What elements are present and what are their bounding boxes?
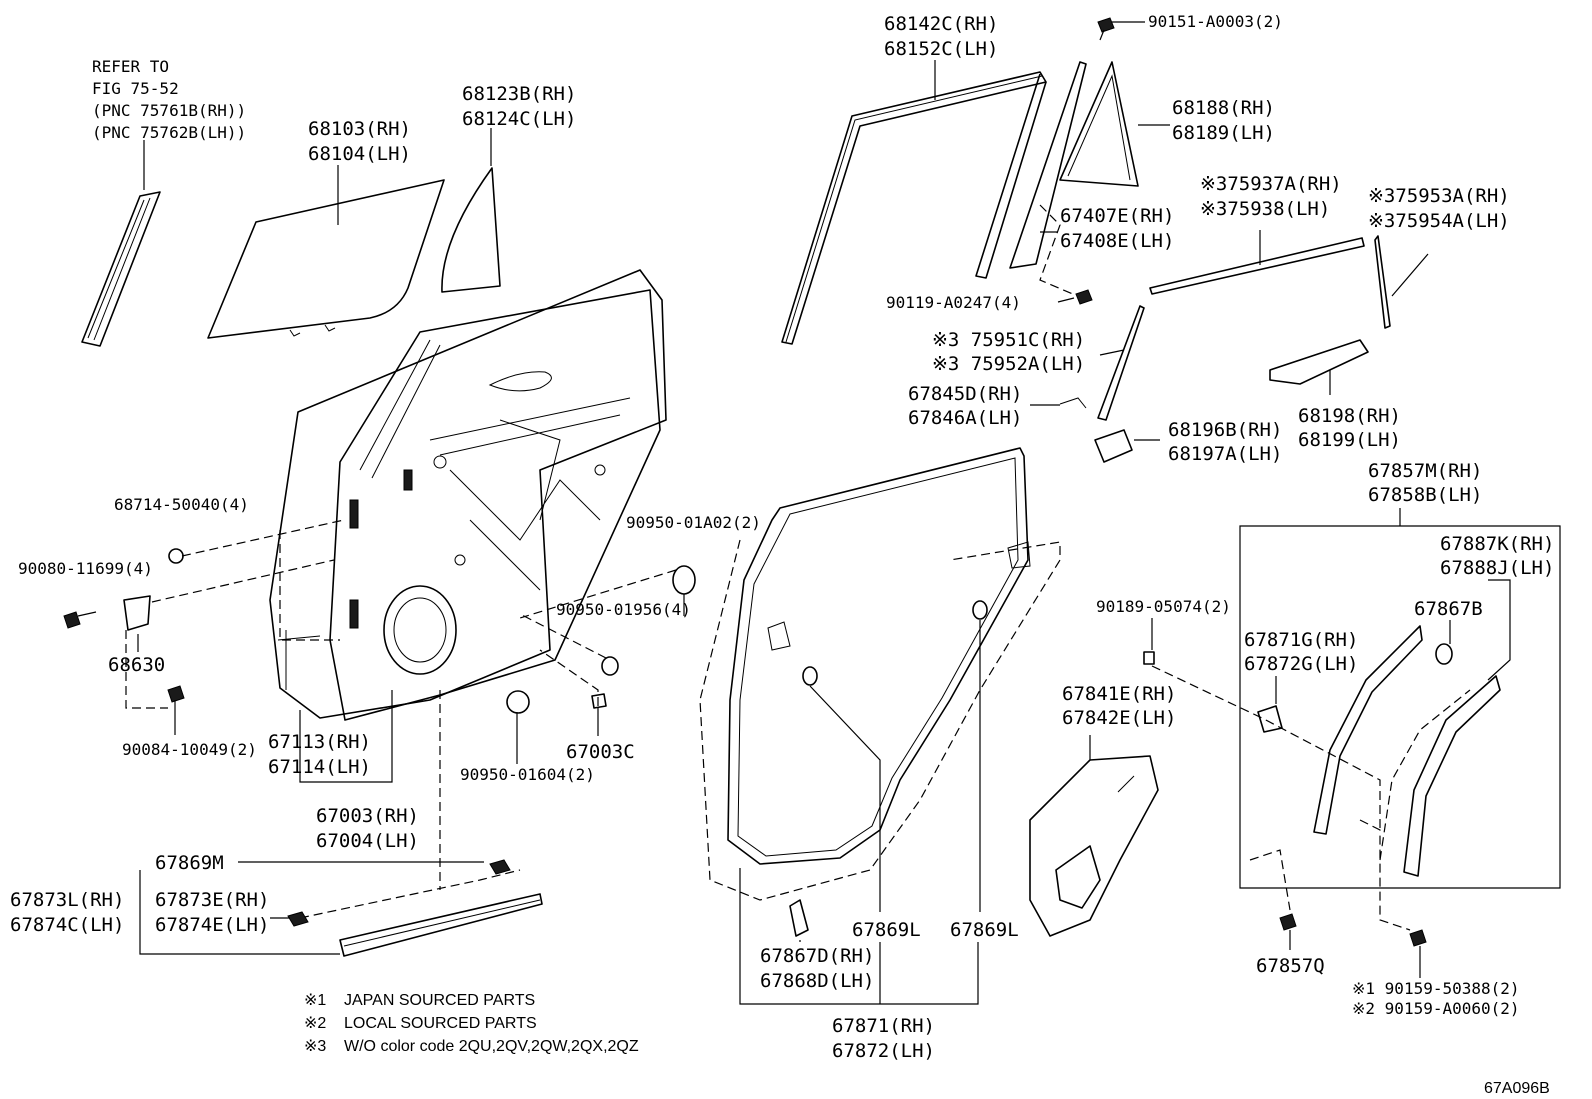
door-weatherstrip-drawing — [699, 447, 1061, 901]
label-68714: 68714-50040(4) — [114, 495, 249, 514]
division-bar-drawing — [1009, 61, 1139, 269]
refer-to-line1: REFER TO — [92, 57, 169, 76]
label-67867d: 67867D(RH) — [760, 945, 874, 967]
label-67869l-a: 67869L — [852, 919, 921, 941]
wheel-arch-molding-drawing — [1313, 625, 1501, 877]
rocker-molding-drawing — [299, 869, 543, 957]
door-inner-panel-drawing — [329, 289, 661, 721]
label-90151: 90151-A0003(2) — [1148, 12, 1283, 31]
label-75951c: ※3 75951C(RH) — [932, 329, 1085, 351]
label-90950-01a02: 90950-01A02(2) — [626, 513, 761, 532]
label-67873e: 67873E(RH) — [155, 889, 269, 911]
label-67867b: 67867B — [1414, 598, 1483, 620]
label-90159-50388: ※1 90159-50388(2) — [1352, 979, 1520, 998]
label-67873l: 67873L(RH) — [10, 889, 124, 911]
label-67846a: 67846A(LH) — [908, 407, 1022, 429]
label-75953a: ※375953A(RH) — [1368, 185, 1510, 207]
label-68189: 68189(LH) — [1172, 122, 1275, 144]
legend-notes: ※1 JAPAN SOURCED PARTS ※2 LOCAL SOURCED … — [304, 992, 639, 1055]
part-labels: REFER TO FIG 75-52 (PNC 75761B(RH)) (PNC… — [10, 12, 1554, 1062]
label-90080: 90080-11699(4) — [18, 559, 153, 578]
label-67887k: 67887K(RH) — [1440, 533, 1554, 555]
label-67872g: 67872G(LH) — [1244, 653, 1358, 675]
label-67871g: 67871G(RH) — [1244, 629, 1358, 651]
door-frame-weatherstrip-drawing — [781, 71, 1047, 345]
note-1-text: JAPAN SOURCED PARTS — [344, 992, 535, 1009]
label-68196b: 68196B(RH) — [1168, 419, 1282, 441]
label-67869m: 67869M — [155, 852, 224, 874]
label-67869l-b: 67869L — [950, 919, 1019, 941]
label-68188: 68188(RH) — [1172, 97, 1275, 119]
label-68197a: 68197A(LH) — [1168, 443, 1282, 465]
label-75954a: ※375954A(LH) — [1368, 210, 1510, 232]
label-67841e: 67841E(RH) — [1062, 683, 1176, 705]
label-67003: 67003(RH) — [316, 805, 419, 827]
label-67408e: 67408E(LH) — [1060, 230, 1174, 252]
label-68123b: 68123B(RH) — [462, 83, 576, 105]
quarter-glass-drawing — [441, 167, 501, 293]
refer-to-line3: (PNC 75761B(RH)) — [92, 101, 246, 120]
label-75937a: ※375937A(RH) — [1200, 173, 1342, 195]
window-frame-molding-drawing — [81, 191, 161, 347]
label-67004: 67004(LH) — [316, 830, 419, 852]
label-68198: 68198(RH) — [1298, 405, 1401, 427]
door-outer-panel-drawing — [269, 269, 667, 719]
note-1-mark: ※1 — [304, 992, 326, 1009]
label-67845d: 67845D(RH) — [908, 383, 1022, 405]
label-68152c: 68152C(LH) — [884, 38, 998, 60]
label-67114: 67114(LH) — [268, 756, 371, 778]
label-90950-01604: 90950-01604(2) — [460, 765, 595, 784]
label-68124c: 68124C(LH) — [462, 108, 576, 130]
label-90159-a0060: ※2 90159-A0060(2) — [1352, 999, 1520, 1018]
label-67113: 67113(RH) — [268, 731, 371, 753]
label-67868d: 67868D(LH) — [760, 970, 874, 992]
label-68199: 68199(LH) — [1298, 429, 1401, 451]
label-68103: 68103(RH) — [308, 118, 411, 140]
label-68142c: 68142C(RH) — [884, 13, 998, 35]
label-67003c: 67003C — [566, 741, 635, 763]
leader-lines — [125, 21, 1561, 1005]
label-67857q: 67857Q — [1256, 955, 1325, 977]
label-75952a: ※3 75952A(LH) — [932, 353, 1085, 375]
label-67871: 67871(RH) — [832, 1015, 935, 1037]
note-3-text: W/O color code 2QU,2QV,2QW,2QX,2QZ — [344, 1038, 639, 1055]
note-2-mark: ※2 — [304, 1015, 326, 1032]
label-67857m: 67857M(RH) — [1368, 460, 1482, 482]
label-90189: 90189-05074(2) — [1096, 597, 1231, 616]
label-90119: 90119-A0247(4) — [886, 293, 1021, 312]
diagram-code: 67A096B — [1484, 1080, 1550, 1097]
refer-to-line4: (PNC 75762B(LH)) — [92, 123, 246, 142]
refer-to-line2: FIG 75-52 — [92, 79, 179, 98]
label-67858b: 67858B(LH) — [1368, 484, 1482, 506]
note-3-mark: ※3 — [304, 1038, 326, 1055]
bracket-drawing — [1059, 339, 1369, 463]
label-67842e: 67842E(LH) — [1062, 707, 1176, 729]
label-67888j: 67888J(LH) — [1440, 557, 1554, 579]
label-67407e: 67407E(RH) — [1060, 205, 1174, 227]
label-90950-01956: 90950-01956(4) — [556, 600, 691, 619]
label-67872: 67872(LH) — [832, 1040, 935, 1062]
door-glass-drawing — [207, 179, 445, 339]
label-68630: 68630 — [108, 654, 165, 676]
belt-molding-drawing — [1097, 235, 1391, 421]
fasteners-drawing — [63, 17, 1453, 947]
label-90084: 90084-10049(2) — [122, 740, 257, 759]
label-75938: ※375938(LH) — [1200, 198, 1330, 220]
service-hole-cover-drawing — [1029, 755, 1159, 937]
note-2-text: LOCAL SOURCED PARTS — [344, 1015, 537, 1032]
label-67874e: 67874E(LH) — [155, 914, 269, 936]
label-67874c: 67874C(LH) — [10, 914, 124, 936]
label-68104: 68104(LH) — [308, 143, 411, 165]
